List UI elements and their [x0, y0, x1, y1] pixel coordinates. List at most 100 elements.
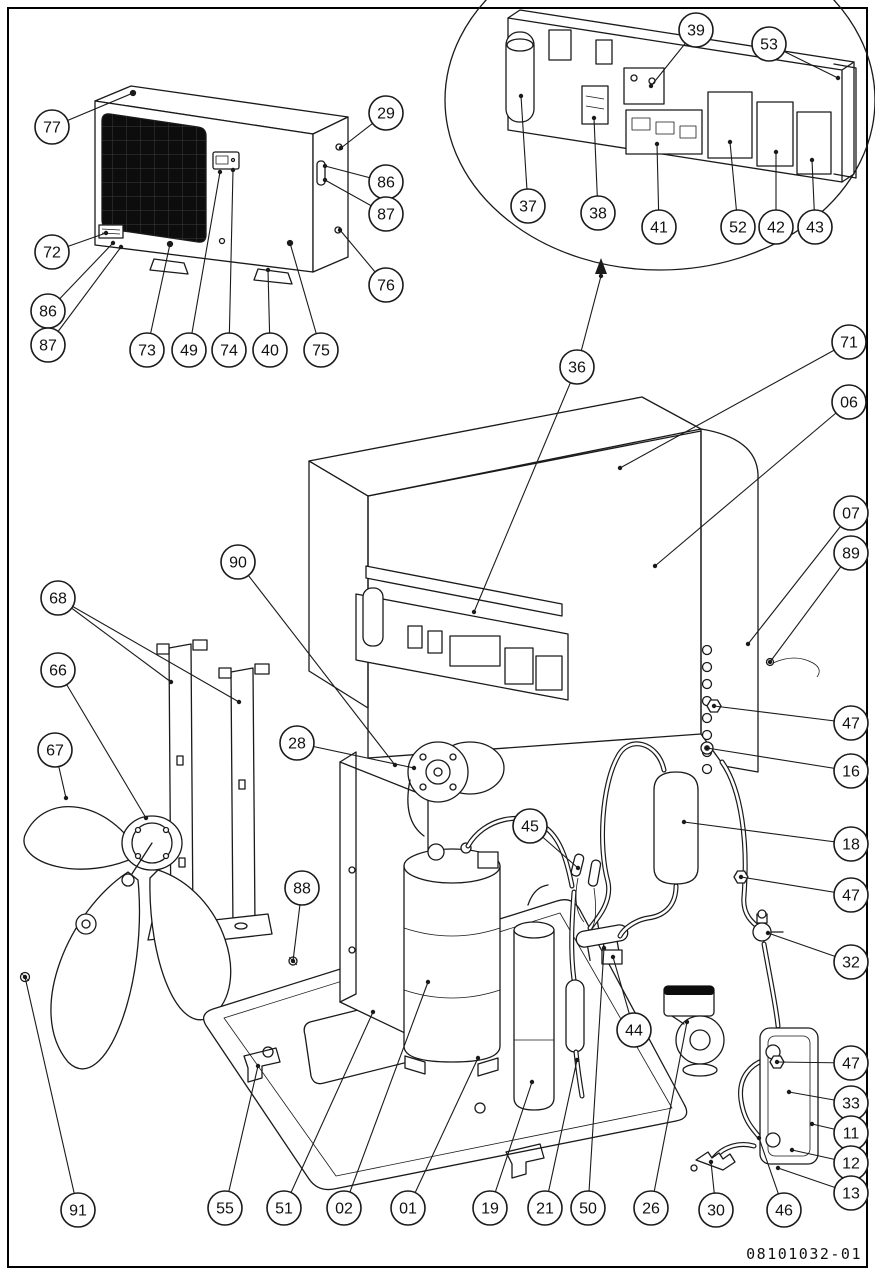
svg-text:74: 74	[220, 343, 238, 360]
svg-text:06: 06	[840, 395, 858, 412]
callout-89: 89	[767, 535, 869, 665]
svg-text:07: 07	[842, 506, 860, 523]
svg-text:18: 18	[842, 837, 860, 854]
svg-text:67: 67	[46, 743, 64, 760]
callout-29: 29	[338, 95, 404, 151]
svg-text:71: 71	[840, 335, 858, 352]
drain-fitting-drawing	[690, 1142, 757, 1172]
callout-87: 87	[322, 177, 404, 232]
base-assembly-drawing	[202, 699, 819, 1191]
svg-text:75: 75	[312, 343, 330, 360]
svg-text:19: 19	[481, 1201, 499, 1218]
callout-86: 86	[322, 163, 404, 200]
callout-32: 32	[765, 930, 869, 980]
callout-88: 88	[284, 870, 320, 964]
svg-text:30: 30	[707, 1203, 725, 1220]
callout-76: 76	[337, 227, 404, 303]
fan-propeller-drawing	[19, 806, 232, 1070]
callout-07: 07	[745, 495, 869, 647]
callout-53: 53	[751, 26, 841, 81]
callout-51: 51	[266, 1009, 376, 1226]
svg-text:44: 44	[625, 1023, 643, 1040]
svg-text:77: 77	[43, 120, 61, 137]
callout-18: 18	[681, 819, 869, 862]
svg-text:68: 68	[49, 591, 67, 608]
svg-text:47: 47	[842, 888, 860, 905]
svg-text:73: 73	[138, 343, 156, 360]
svg-text:21: 21	[536, 1201, 554, 1218]
callout-68: 68	[40, 580, 242, 705]
water-pump-drawing	[663, 985, 725, 1077]
svg-text:39: 39	[687, 23, 705, 40]
page-border	[7, 7, 868, 1268]
svg-text:28: 28	[288, 736, 306, 753]
callout-50: 50	[570, 945, 607, 1226]
callout-21: 21	[527, 1057, 580, 1226]
condenser-coil-drawing	[308, 396, 820, 775]
callout-37: 37	[510, 93, 546, 224]
svg-text:42: 42	[767, 220, 785, 237]
svg-text:26: 26	[642, 1201, 660, 1218]
callout-30: 30	[698, 1159, 734, 1228]
svg-text:90: 90	[229, 555, 247, 572]
svg-text:40: 40	[261, 343, 279, 360]
svg-text:41: 41	[650, 220, 668, 237]
svg-text:02: 02	[335, 1201, 353, 1218]
svg-text:45: 45	[521, 819, 539, 836]
callout-40: 40	[252, 267, 288, 368]
callout-44: 44	[610, 954, 652, 1048]
svg-text:76: 76	[377, 278, 395, 295]
callout-52: 52	[720, 139, 756, 245]
inner-electrical-box-drawing	[355, 565, 569, 701]
callout-45: 45	[512, 808, 581, 871]
callout-16: 16	[704, 745, 869, 789]
callout-26: 26	[633, 1019, 690, 1226]
four-way-valve-drawing	[575, 916, 629, 965]
svg-text:47: 47	[842, 716, 860, 733]
callout-01: 01	[390, 1055, 481, 1226]
callout-47: 47	[774, 1045, 869, 1081]
assembled-unit-drawing	[94, 85, 349, 285]
callout-86: 86	[30, 240, 116, 329]
callout-71: 71	[617, 324, 867, 471]
svg-text:01: 01	[399, 1201, 417, 1218]
callout-41: 41	[641, 141, 677, 245]
svg-text:53: 53	[760, 37, 778, 54]
callout-73: 73	[129, 241, 173, 368]
receiver-accumulator-drawing	[587, 741, 699, 939]
svg-text:52: 52	[729, 220, 747, 237]
muffler-drawing	[565, 889, 585, 1099]
callout-46: 46	[756, 1135, 802, 1228]
svg-text:29: 29	[377, 106, 395, 123]
svg-text:86: 86	[39, 304, 57, 321]
document-number: 08101032-01	[746, 1245, 862, 1263]
callout-43: 43	[797, 157, 833, 245]
svg-text:86: 86	[377, 175, 395, 192]
svg-text:66: 66	[49, 663, 67, 680]
svg-text:32: 32	[842, 955, 860, 972]
service-valve-drawing	[752, 909, 784, 1029]
svg-text:16: 16	[842, 764, 860, 781]
control-box-detail-drawing	[444, 0, 875, 274]
svg-text:47: 47	[842, 1056, 860, 1073]
callout-87: 87	[30, 244, 124, 363]
compressor-drawing	[403, 842, 501, 1077]
svg-text:88: 88	[293, 881, 311, 898]
callout-77: 77	[34, 90, 136, 145]
callout-38: 38	[580, 115, 616, 231]
fan-motor-drawing	[407, 741, 505, 837]
callout-49: 49	[171, 169, 223, 368]
callout-28: 28	[279, 725, 417, 771]
callout-74: 74	[211, 167, 247, 368]
callout-39: 39	[648, 12, 714, 89]
callout-02: 02	[326, 979, 431, 1226]
temperature-sensors-drawing	[570, 853, 602, 929]
svg-text:46: 46	[775, 1203, 793, 1220]
svg-text:36: 36	[568, 360, 586, 377]
svg-text:49: 49	[180, 343, 198, 360]
svg-text:37: 37	[519, 199, 537, 216]
svg-text:33: 33	[842, 1096, 860, 1113]
callout-36: 36	[471, 273, 604, 615]
